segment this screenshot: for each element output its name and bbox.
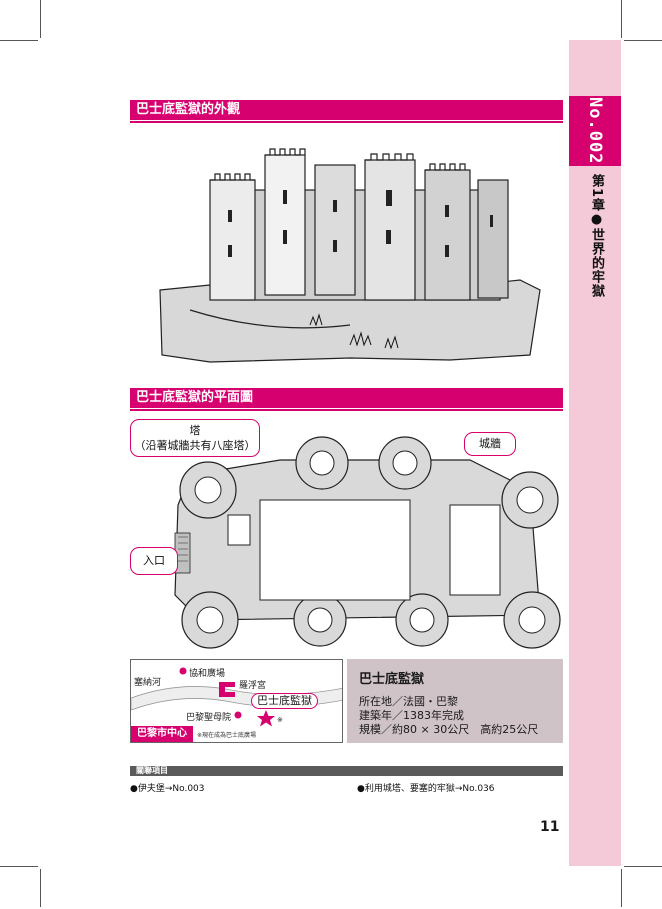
- item-number: No.002: [585, 97, 605, 165]
- item-number-badge: No.002: [569, 96, 621, 166]
- map-note: ※現在成為巴士底廣場: [197, 732, 257, 739]
- crop-mark: [624, 40, 662, 41]
- crop-mark: [40, 0, 41, 38]
- related-link-1[interactable]: ●伊夫堡→No.003: [130, 784, 205, 794]
- map-label-bastille: 巴士底監獄: [251, 693, 318, 709]
- exterior-section-header: 巴士底監獄的外觀: [130, 100, 563, 123]
- info-scale: 規模／約80 × 30公尺 高約25公尺: [359, 723, 539, 736]
- crop-mark: [0, 40, 38, 41]
- crop-mark: [621, 0, 622, 38]
- crop-mark: [40, 869, 41, 907]
- tower-callout-title: 塔: [189, 424, 201, 437]
- info-title: 巴士底監獄: [359, 672, 425, 687]
- crop-mark: [0, 866, 38, 867]
- map-note-mark: ※: [277, 716, 283, 724]
- castle-illustration: [159, 148, 541, 363]
- info-built: 建築年／1383年完成: [359, 709, 464, 722]
- info-location: 所在地／法國・巴黎: [359, 695, 458, 708]
- location-map: 塞納河 協和廣場 羅浮宮 巴士底監獄 巴黎聖母院 ※ 巴黎市中心 ※現在成為巴士…: [130, 659, 343, 743]
- map-label-louvre: 羅浮宮: [239, 681, 267, 691]
- chapter-title: 第1章●世界的牢獄: [589, 174, 604, 299]
- tower-callout: 塔 （沿著城牆共有八座塔）: [130, 419, 260, 457]
- related-link-2[interactable]: ●利用城塔、要塞的牢獄→No.036: [357, 784, 495, 794]
- crop-mark: [621, 869, 622, 907]
- map-label-concorde: 協和廣場: [189, 669, 226, 679]
- map-label-notredame: 巴黎聖母院: [186, 713, 232, 723]
- city-center-label: 巴黎市中心: [131, 726, 193, 742]
- tower-callout-note: （沿著城牆共有八座塔）: [134, 439, 256, 452]
- entrance-callout: 入口: [130, 547, 178, 575]
- crop-mark: [624, 866, 662, 867]
- info-box: 巴士底監獄 所在地／法國・巴黎 建築年／1383年完成 規模／約80 × 30公…: [347, 659, 563, 743]
- floor-plan: [174, 436, 561, 649]
- wall-callout: 城牆: [464, 432, 516, 456]
- related-header: 關聯項目: [130, 766, 563, 776]
- chapter-side-tab: [569, 40, 621, 866]
- plan-section-header: 巴士底監獄的平面圖: [130, 388, 563, 411]
- page-number: 11: [540, 819, 560, 835]
- map-label-seine: 塞納河: [134, 678, 162, 688]
